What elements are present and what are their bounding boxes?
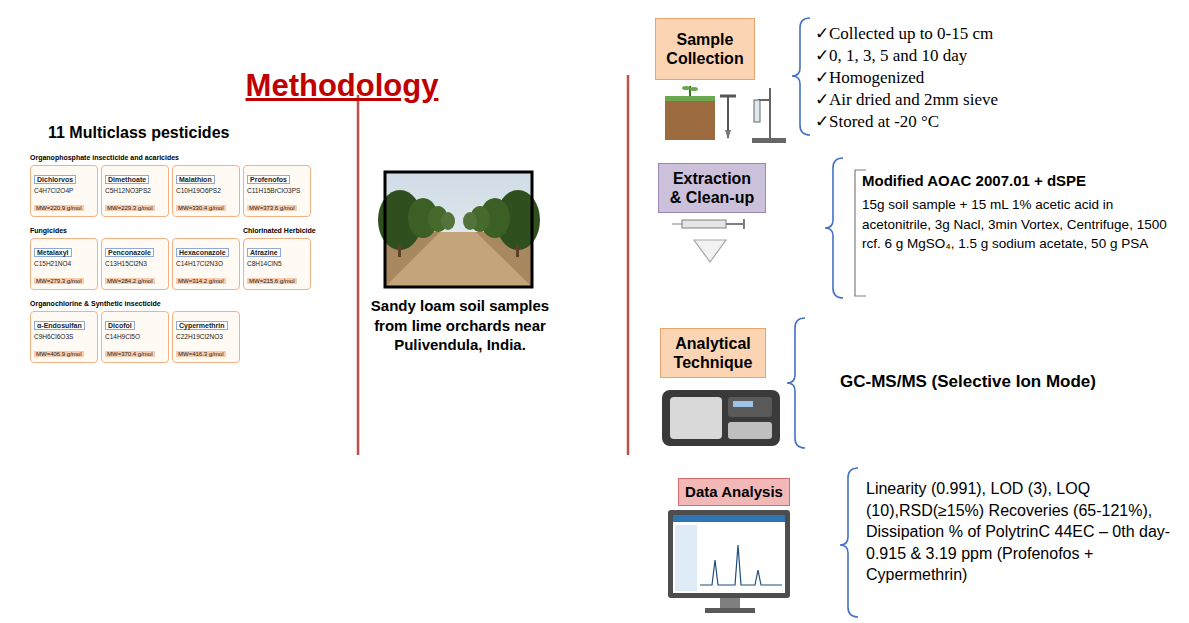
category-heading: Fungicides (30, 227, 67, 234)
molar-mass: MW=284.2 g/mol (105, 278, 155, 284)
category-heading: Organophosphate insecticide and acaricid… (30, 154, 179, 161)
category-heading: Organochlorine & Synthetic insecticide (30, 300, 161, 307)
pesticide-card: DicofolC14H9Cl5O MW=370.4 g/mol (101, 311, 169, 363)
annotation-text: GC-MS/MS (Selective Ion Mode) (840, 372, 1096, 392)
pesticide-card: α-EndosulfanC9H6Cl6O3S MW=406.9 g/mol (30, 311, 98, 363)
formula-text: C14H9Cl5O (105, 333, 165, 340)
formula-text: C15H21NO4 (34, 260, 94, 267)
separator-line (357, 95, 360, 455)
pesticide-name: Profenofos (247, 175, 290, 184)
pesticide-card: DimethoateC5H12NO3PS2MW=229.3 g/mol (101, 165, 169, 217)
annotation-text: Modified AOAC 2007.01 + dSPE (862, 172, 1086, 189)
molar-mass: MW=370.4 g/mol (105, 351, 155, 357)
pesticide-name: Penconazole (105, 248, 154, 257)
process-box: Analytical Technique (660, 328, 766, 378)
process-box: Extraction & Clean-up (658, 163, 766, 213)
molar-mass: MW=279.3 g/mol (34, 278, 84, 284)
molar-mass: MW=373.6 g/mol (247, 205, 297, 211)
formula-text: C13H15Cl2N3 (105, 260, 165, 267)
extraction-icon (672, 219, 744, 262)
formula-text: C4H7Cl2O4P (34, 187, 94, 194)
diagram-title: Methodology (200, 68, 484, 104)
bullet-item: ✓Collected up to 0-15 cm (815, 23, 993, 44)
pesticide-name: Hexaconazole (176, 248, 229, 257)
bullet-item: ✓0, 1, 3, 5 and 10 day (815, 45, 967, 66)
molar-mass: MW=416.3 g/mol (176, 351, 226, 357)
pesticide-card: HexaconazoleC14H17Cl2N3O MW=314.2 g/mol (172, 238, 240, 290)
pesticide-name: Cypermethrin (176, 321, 228, 330)
box-label: Data Analysis (685, 483, 783, 501)
molar-mass: MW=314.2 g/mol (176, 278, 226, 284)
pesticide-name: Dimethoate (105, 175, 149, 184)
instrument-icon (662, 390, 780, 446)
formula-text: C9H6Cl6O3S (34, 333, 94, 340)
bullet-item: ✓Homogenized (815, 67, 924, 88)
pesticide-name: α-Endosulfan (34, 321, 85, 330)
pesticide-card: PenconazoleC13H15Cl2N3MW=284.2 g/mol (101, 238, 169, 290)
process-box: Sample Collection (655, 18, 755, 80)
formula-text: C8H14ClN5 (247, 260, 307, 267)
molar-mass: MW=229.3 g/mol (105, 205, 155, 211)
pesticide-name: Dicofol (105, 321, 135, 330)
soil-sampling-icon (665, 86, 786, 143)
formula-text: C22H19Cl2NO3 (176, 333, 236, 340)
molar-mass: MW=220.9 g/mol (34, 205, 84, 211)
orchard-photo (378, 172, 540, 287)
photo-caption: Sandy loam soil samples from lime orchar… (362, 296, 558, 355)
box-label: Sample Collection (662, 30, 748, 68)
formula-text: C11H15BrClO3PS (247, 187, 307, 194)
pesticide-name: Dichlorvos (34, 175, 76, 184)
category-heading: Chlorinated Herbicide (243, 227, 316, 234)
computer-icon (668, 510, 790, 613)
pesticide-card: AtrazineC8H14ClN5MW=215.6 g/mol (243, 238, 311, 290)
box-label: Analytical Technique (667, 334, 759, 372)
bullet-item: ✓Air dried and 2mm sieve (815, 89, 998, 110)
pesticide-name: Metalaxyl (34, 248, 72, 257)
annotation-text: 15g soil sample + 15 mL 1% acetic acid i… (862, 195, 1177, 254)
annotation-text: 11 Multiclass pesticides (48, 124, 229, 142)
pesticide-card: CypermethrinC22H19Cl2NO3MW=416.3 g/mol (172, 311, 240, 363)
box-label: Extraction & Clean-up (665, 169, 759, 207)
pesticide-name: Atrazine (247, 248, 281, 257)
pesticide-name: Malathion (176, 175, 215, 184)
pesticide-card: MalathionC10H19O6PS2MW=330.4 g/mol (172, 165, 240, 217)
molar-mass: MW=330.4 g/mol (176, 205, 226, 211)
formula-text: C10H19O6PS2 (176, 187, 236, 194)
pesticide-card: MetalaxylC15H21NO4MW=279.3 g/mol (30, 238, 98, 290)
bullet-item: ✓Stored at -20 °C (815, 111, 939, 132)
formula-text: C5H12NO3PS2 (105, 187, 165, 194)
separator-line (627, 75, 630, 455)
pesticide-card: DichlorvosC4H7Cl2O4P MW=220.9 g/mol (30, 165, 98, 217)
molar-mass: MW=406.9 g/mol (34, 351, 84, 357)
annotation-text: Linearity (0.991), LOD (3), LOQ (10),RSD… (866, 478, 1178, 586)
formula-text: C14H17Cl2N3O (176, 260, 236, 267)
process-box: Data Analysis (678, 478, 790, 506)
molar-mass: MW=215.6 g/mol (247, 278, 297, 284)
title-text: Methodology (246, 68, 439, 103)
pesticide-card: ProfenofosC11H15BrClO3PS MW=373.6 g/mol (243, 165, 311, 217)
